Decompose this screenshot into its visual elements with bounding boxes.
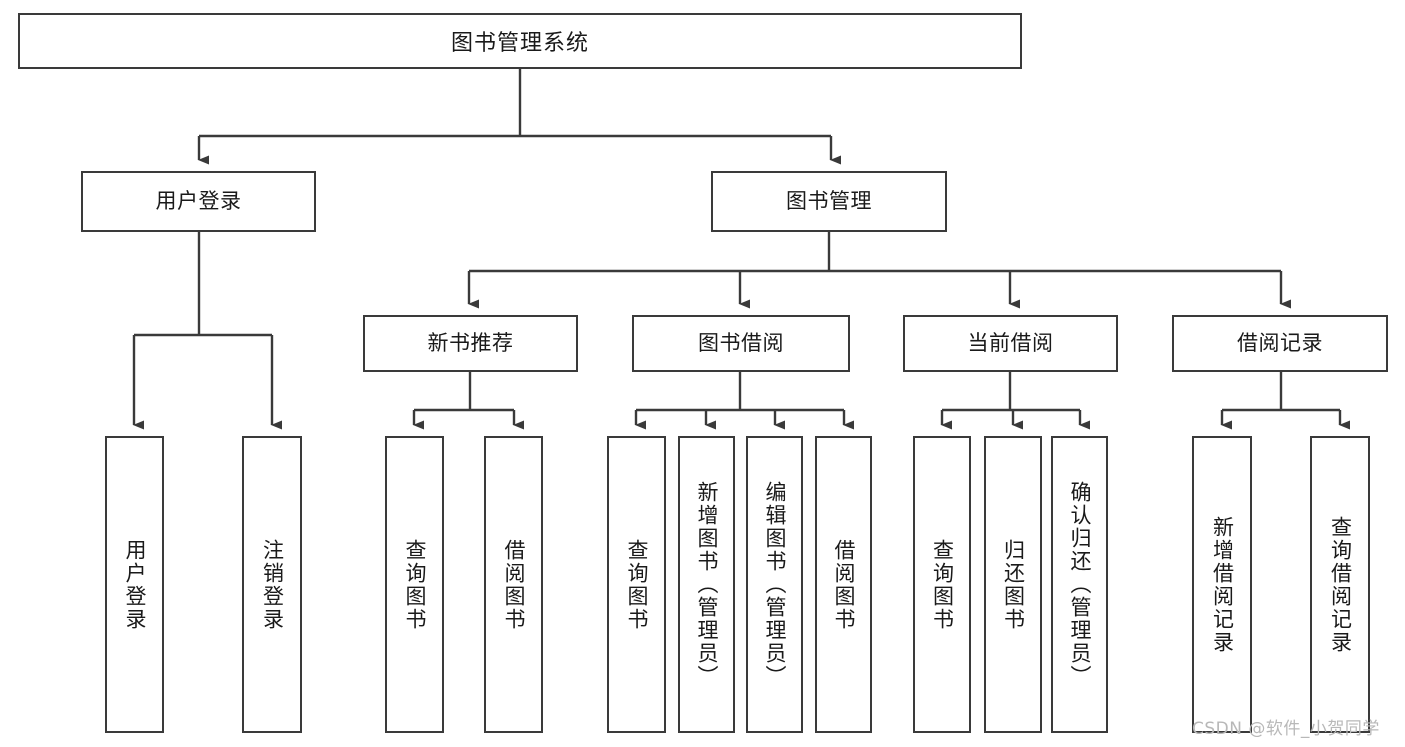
leaf-add-borrow-record[interactable]: 新增借阅记录 [1192,436,1252,733]
leaf-logout[interactable]: 注销登录 [242,436,302,733]
leaf-label: 新增图书（管理员） [694,481,719,688]
node-new-book-recommend[interactable]: 新书推荐 [363,315,578,372]
leaf-label: 借阅图书 [831,538,856,631]
leaf-query-book-new[interactable]: 查询图书 [385,436,444,733]
leaf-edit-book-admin[interactable]: 编辑图书（管理员） [746,436,803,733]
node-book-borrow[interactable]: 图书借阅 [632,315,850,372]
leaf-label: 查询图书 [624,538,649,631]
leaf-label: 新增借阅记录 [1210,515,1235,654]
leaf-label: 借阅图书 [501,538,526,631]
leaf-label: 归还图书 [1001,538,1026,631]
node-user-login-label: 用户登录 [155,189,242,214]
node-root-label: 图书管理系统 [450,31,589,56]
node-current-borrow-label: 当前借阅 [967,331,1054,356]
csdn-watermark: CSDN @软件_小贺同学 [1192,719,1380,739]
leaf-label: 查询图书 [930,538,955,631]
node-borrow-record-label: 借阅记录 [1237,331,1323,356]
leaf-user-login[interactable]: 用户登录 [105,436,164,733]
leaf-borrow-book[interactable]: 借阅图书 [815,436,872,733]
leaf-label: 注销登录 [260,538,285,631]
node-current-borrow[interactable]: 当前借阅 [903,315,1118,372]
leaf-label: 确认归还（管理员） [1067,481,1092,688]
node-new-book-recommend-label: 新书推荐 [427,331,514,356]
leaf-return-book[interactable]: 归还图书 [984,436,1042,733]
leaf-label: 编辑图书（管理员） [762,481,787,688]
node-book-borrow-label: 图书借阅 [698,331,784,356]
node-book-management[interactable]: 图书管理 [711,171,947,232]
leaf-confirm-return-admin[interactable]: 确认归还（管理员） [1051,436,1108,733]
leaf-query-borrow-record[interactable]: 查询借阅记录 [1310,436,1370,733]
leaf-query-book-borrow[interactable]: 查询图书 [607,436,666,733]
leaf-query-book-current[interactable]: 查询图书 [913,436,971,733]
node-root-system[interactable]: 图书管理系统 [18,13,1022,69]
node-user-login[interactable]: 用户登录 [81,171,316,232]
leaf-borrow-book-new[interactable]: 借阅图书 [484,436,543,733]
leaf-label: 查询借阅记录 [1328,515,1353,654]
leaf-label: 用户登录 [122,538,147,631]
leaf-label: 查询图书 [402,538,427,631]
node-book-management-label: 图书管理 [786,189,872,214]
node-borrow-record[interactable]: 借阅记录 [1172,315,1388,372]
leaf-add-book-admin[interactable]: 新增图书（管理员） [678,436,735,733]
